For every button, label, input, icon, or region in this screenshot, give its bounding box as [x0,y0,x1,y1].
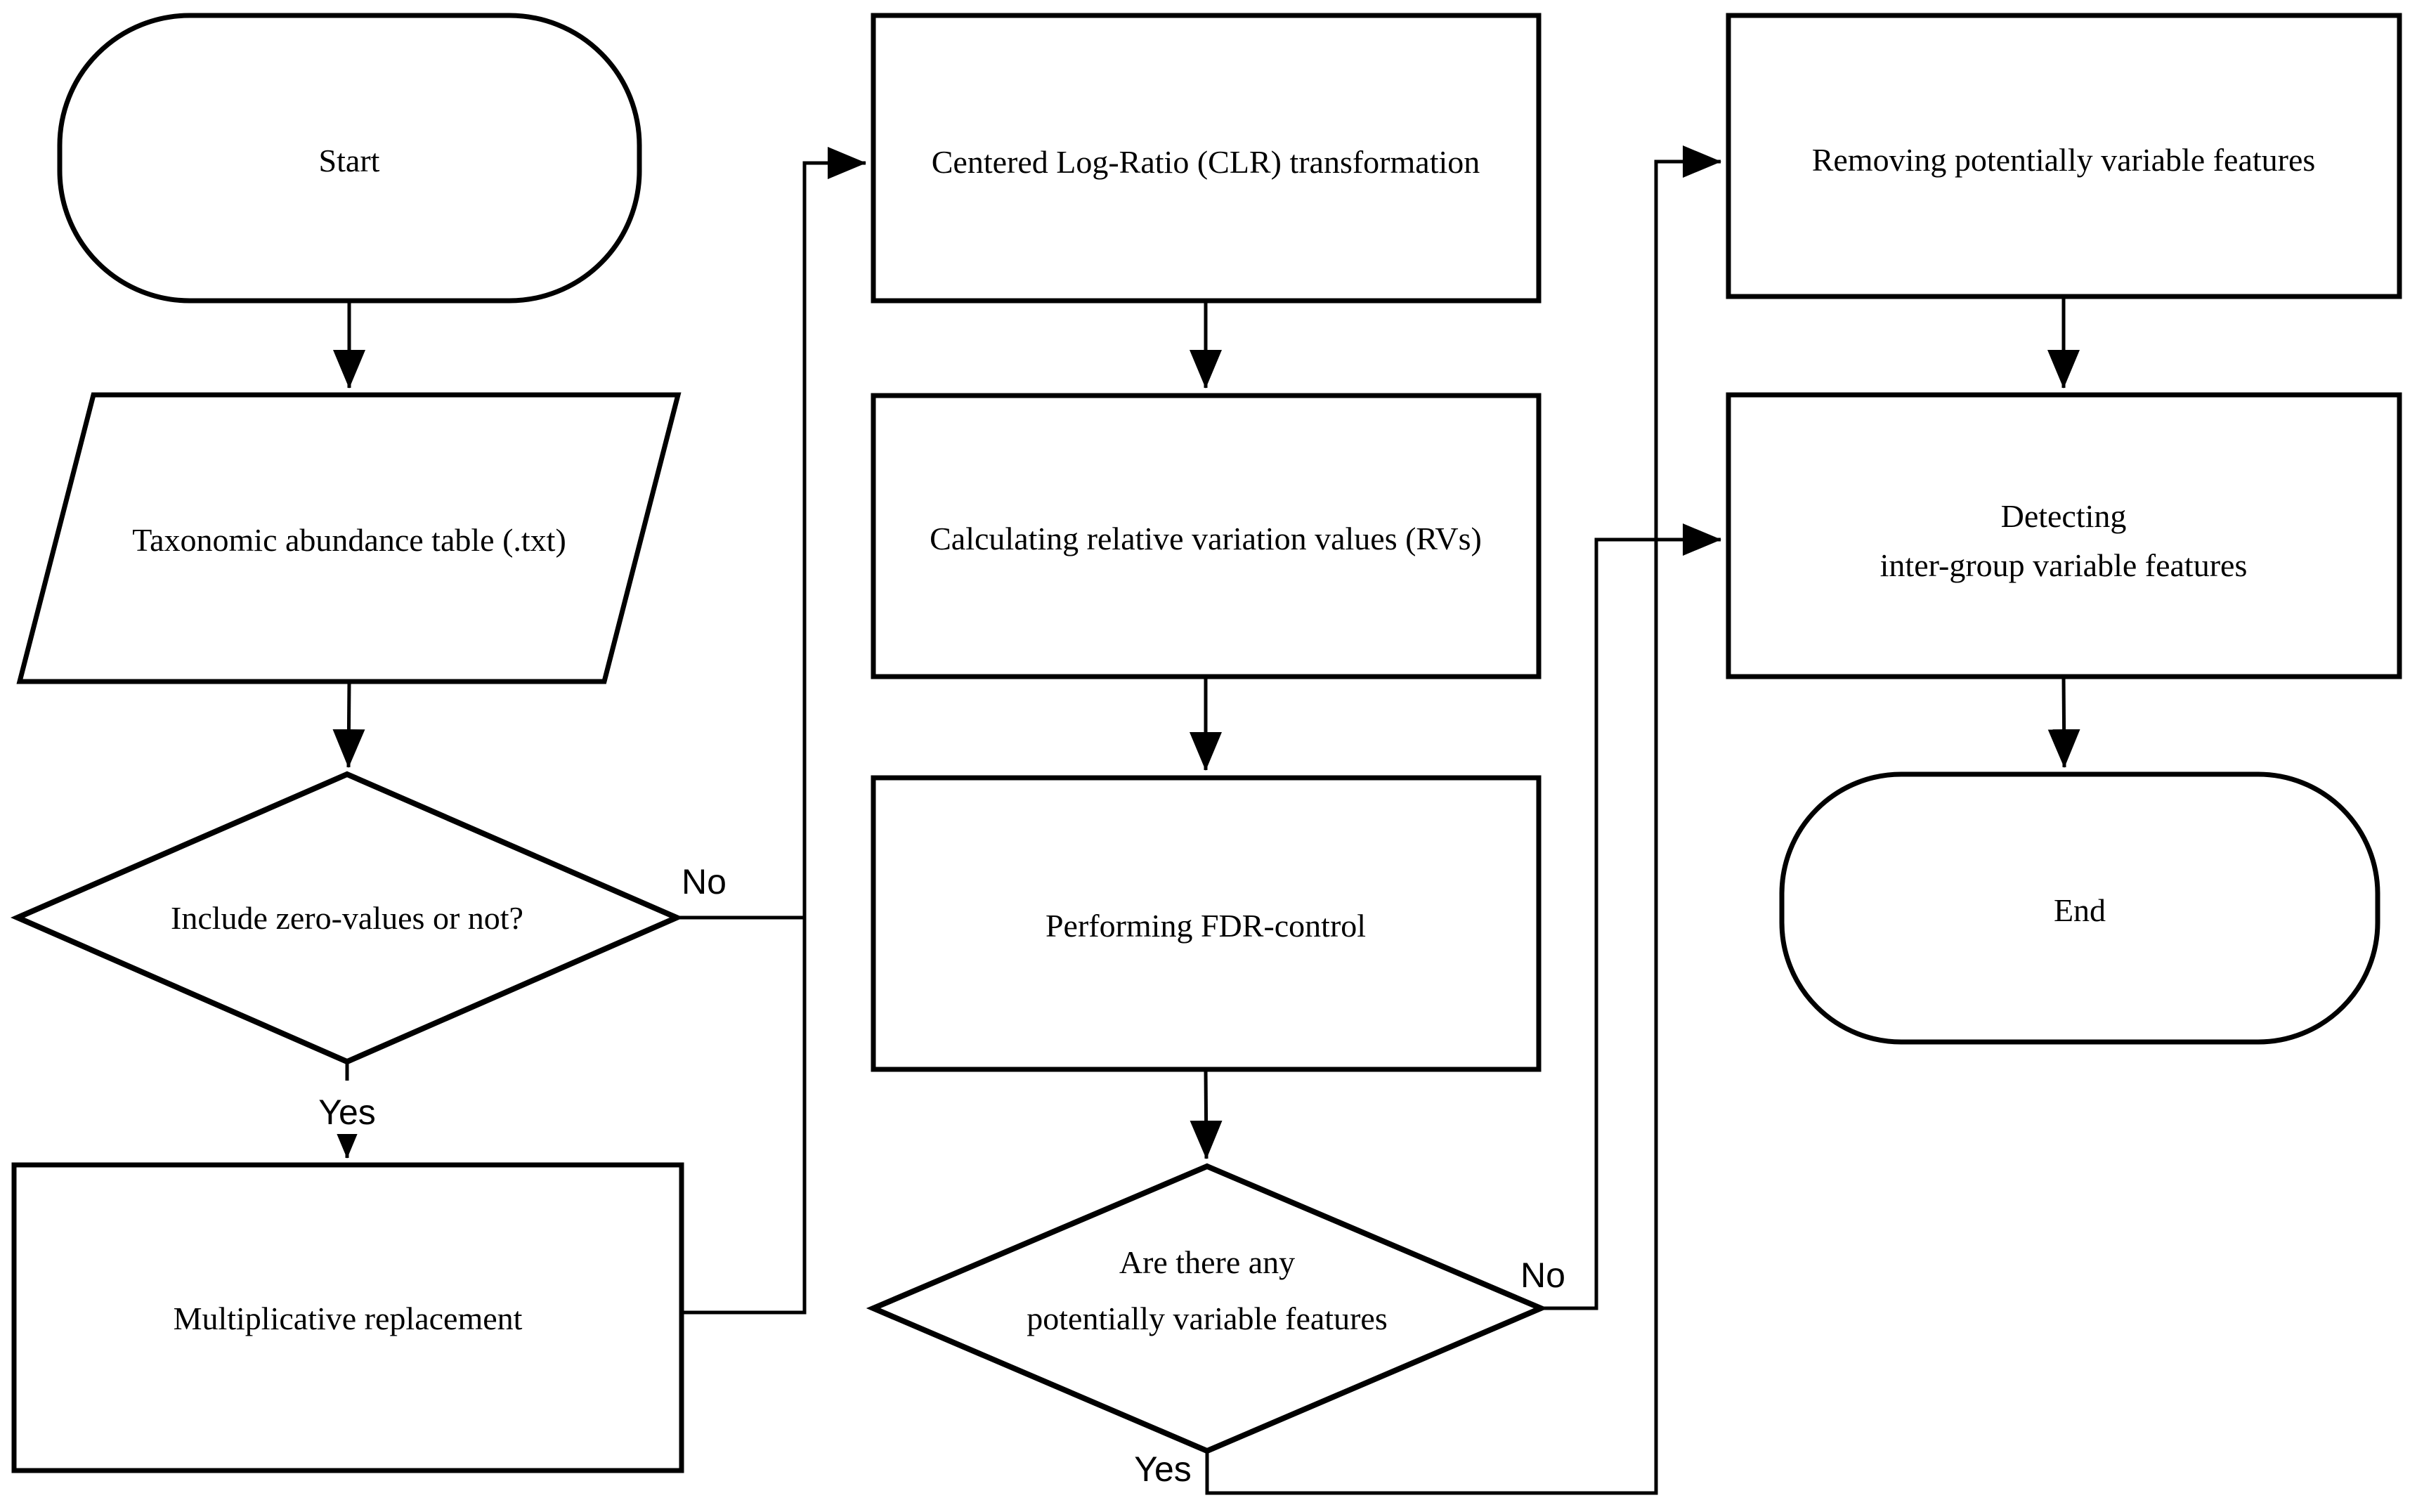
variable-yes-label: Yes [1134,1449,1192,1489]
edge-label-zero-yes: Yes [304,1081,391,1134]
fdr-label: Performing FDR-control [1045,908,1366,944]
node-removing: Removing potentially variable features [1726,13,2402,299]
zero-no-label: No [682,862,727,901]
node-decision-zero: Include zero-values or not? [10,771,684,1065]
variable-no-label: No [1520,1256,1565,1295]
node-fdr: Performing FDR-control [871,775,1542,1072]
node-rv: Calculating relative variation values (R… [871,393,1542,679]
detecting-rect-shape [1726,392,2402,679]
fdr-rect-shape [871,775,1542,1072]
clr-label: Centered Log-Ratio (CLR) transformation [932,144,1480,180]
input-label: Taxonomic abundance table (.txt) [132,522,566,558]
start-terminator-shape [57,13,642,304]
clr-rect-shape [871,13,1542,304]
decision-variable-diamond-shape [866,1163,1549,1454]
removing-rect-shape [1726,13,2402,299]
detecting-label-line2: inter-group variable features [1880,547,2248,583]
end-label: End [2054,892,2106,928]
detecting-label-line1: Detecting [2001,498,2127,534]
node-start: Start [57,13,642,304]
end-terminator-shape [1779,771,2380,1045]
zero-yes-label-bg [304,1081,391,1134]
node-decision-variable: Are there any potentially variable featu… [866,1163,1549,1454]
rv-rect-shape [871,393,1542,679]
node-detecting: Detecting inter-group variable features [1726,392,2402,679]
decision-zero-label: Include zero-values or not? [171,900,523,936]
edge-decision-zero-no-to-clr [677,147,866,920]
decision-variable-label-line2: potentially variable features [1027,1301,1387,1336]
edge-label-variable-no: No [1520,1256,1565,1295]
edge-label-zero-no: No [682,862,727,901]
edge-label-variable-yes: Yes [1134,1449,1192,1489]
rv-label: Calculating relative variation values (R… [930,521,1482,556]
decision-variable-label-line1: Are there any [1119,1244,1295,1280]
decision-zero-diamond-shape [10,771,684,1065]
edge-input-to-decision-zero [332,681,365,768]
mult-replacement-label: Multiplicative replacement [174,1301,523,1336]
edge-decision-variable-no-to-detecting [1541,523,1721,1310]
node-mult-replacement: Multiplicative replacement [11,1162,684,1473]
edge-decision-variable-yes-to-removing [1205,145,1721,1495]
node-clr: Centered Log-Ratio (CLR) transformation [871,13,1542,304]
removing-label: Removing potentially variable features [1812,142,2316,178]
start-label: Start [319,143,380,178]
node-input: Taxonomic abundance table (.txt) [16,392,682,684]
input-parallelogram-shape [16,392,682,684]
mult-replacement-rect-shape [11,1162,684,1473]
edge-mult-to-merge-line [682,918,807,1315]
zero-yes-label: Yes [318,1093,376,1132]
node-end: End [1779,771,2380,1045]
